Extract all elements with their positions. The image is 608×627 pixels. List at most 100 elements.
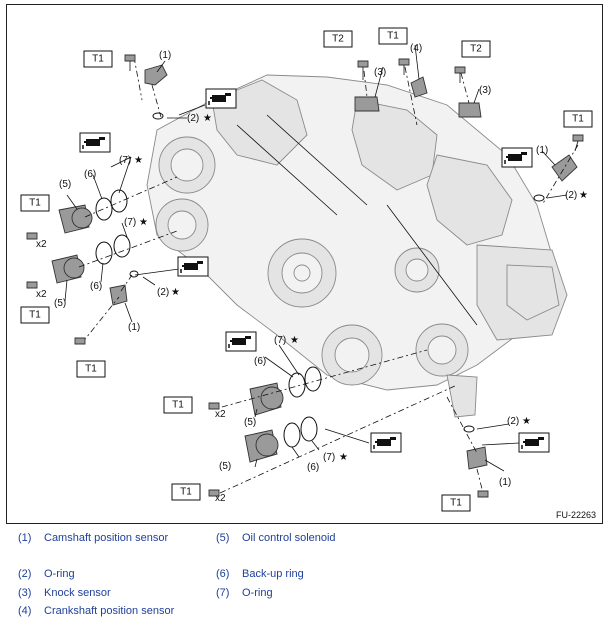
bolt-t1-upper-left <box>124 54 136 71</box>
legend-text-7: O-ring <box>242 587 273 599</box>
bolt-t1-bottom-right <box>477 490 489 498</box>
o-rings-bottom-upper <box>288 366 322 398</box>
oil-can-icon <box>205 88 237 109</box>
svg-text:T1: T1 <box>450 498 462 509</box>
engine-block <box>146 74 568 418</box>
legend-num-6: (6) <box>216 568 230 580</box>
callout-2: (2) <box>187 113 199 124</box>
legend: (1) Camshaft position sensor (2) O-ring … <box>0 528 608 627</box>
torque-label-t2: T2 <box>323 30 353 48</box>
oil-can-icon <box>370 432 402 453</box>
star-mark: ★ <box>139 217 148 228</box>
callout-1: (1) <box>128 322 140 333</box>
callout-1: (1) <box>536 145 548 156</box>
o-ring-bottom-right <box>463 425 475 433</box>
camshaft-position-sensor-right <box>541 144 579 206</box>
star-mark: ★ <box>203 113 212 124</box>
bolt-x2-bottom-lower <box>208 489 220 497</box>
oil-control-solenoid-lower-left <box>51 230 178 284</box>
legend-num-2: (2) <box>18 568 32 580</box>
callout-6: (6) <box>90 281 102 292</box>
legend-text-3: Knock sensor <box>44 587 111 599</box>
star-mark: ★ <box>134 155 143 166</box>
torque-label-t1: T1 <box>76 360 106 378</box>
callout-4: (4) <box>410 43 422 54</box>
legend-text-1: Camshaft position sensor <box>44 532 169 544</box>
legend-text-4: Crankshaft position sensor <box>44 605 175 617</box>
torque-label-t1: T1 <box>441 494 471 512</box>
engine-illustration: T1 T2 T1 T2 T1 T1 T1 T1 T1 T1 T1 (1) (2)… <box>20 27 593 512</box>
knock-sensor-right <box>458 72 482 118</box>
camshaft-position-sensor-bottom-right <box>446 396 488 494</box>
svg-text:T2: T2 <box>332 34 344 45</box>
leader-lines <box>64 44 568 472</box>
oil-control-solenoid-bottom-lower <box>219 384 458 494</box>
callout-2: (2) <box>157 287 169 298</box>
multiplier-x2: x2 <box>215 493 226 504</box>
star-mark: ★ <box>339 452 348 463</box>
legend-num-4: (4) <box>18 605 32 617</box>
torque-label-t1: T1 <box>20 194 50 212</box>
o-ring-right <box>533 194 545 202</box>
star-mark: ★ <box>290 335 299 346</box>
callout-6: (6) <box>307 462 319 473</box>
svg-text:T1: T1 <box>85 364 97 375</box>
o-ring-lower-left <box>129 270 139 278</box>
oil-can-icon <box>225 331 257 352</box>
callout-5: (5) <box>219 461 231 472</box>
oil-control-solenoid-bottom-upper <box>221 349 428 416</box>
bolt-t2-left <box>357 60 369 80</box>
callout-1: (1) <box>499 477 511 488</box>
callout-2: (2) <box>565 190 577 201</box>
o-rings-lower-left-solenoid <box>95 234 131 265</box>
legend-text-2: O-ring <box>44 568 75 580</box>
svg-text:T1: T1 <box>387 31 399 42</box>
svg-text:T1: T1 <box>172 400 184 411</box>
svg-text:T1: T1 <box>180 487 192 498</box>
oil-can-icon <box>177 256 209 277</box>
callout-5: (5) <box>59 179 71 190</box>
callout-3: (3) <box>374 67 386 78</box>
knock-sensor-left <box>354 70 380 112</box>
svg-text:T1: T1 <box>29 310 41 321</box>
legend-num-5: (5) <box>216 532 230 544</box>
multiplier-x2: x2 <box>215 409 226 420</box>
torque-label-t1: T1 <box>83 50 113 68</box>
oil-control-solenoid-upper-left <box>58 176 178 234</box>
o-rings-upper-left-solenoid <box>95 189 128 221</box>
torque-label-t1: T1 <box>378 27 408 45</box>
bolt-t1-top <box>398 58 410 75</box>
callout-1: (1) <box>159 50 171 61</box>
bolt-x2-lower <box>26 281 38 289</box>
svg-text:T1: T1 <box>92 54 104 65</box>
svg-text:T1: T1 <box>572 114 584 125</box>
multiplier-x2: x2 <box>36 239 47 250</box>
torque-label-t1: T1 <box>163 396 193 414</box>
callout-6: (6) <box>84 169 96 180</box>
bolt-x2-upper <box>26 232 38 240</box>
callout-5: (5) <box>54 298 66 309</box>
callout-6: (6) <box>254 356 266 367</box>
camshaft-position-sensor-lower-left <box>81 274 133 344</box>
bolt-t2-right <box>454 66 466 83</box>
callout-3: (3) <box>479 85 491 96</box>
star-mark: ★ <box>522 416 531 427</box>
legend-text-5: Oil control solenoid <box>242 532 336 544</box>
star-mark: ★ <box>579 190 588 201</box>
callout-7: (7) <box>124 217 136 228</box>
o-rings-bottom-lower <box>283 416 318 448</box>
oil-can-icon <box>501 147 533 168</box>
torque-label-t1: T1 <box>20 306 50 324</box>
bolt-t1-right <box>572 134 584 152</box>
legend-num-7: (7) <box>216 587 230 599</box>
callout-7: (7) <box>119 155 131 166</box>
legend-num-3: (3) <box>18 587 32 599</box>
callout-5: (5) <box>244 417 256 428</box>
callout-7: (7) <box>323 452 335 463</box>
svg-text:T2: T2 <box>470 44 482 55</box>
callout-2: (2) <box>507 416 519 427</box>
svg-text:T1: T1 <box>29 198 41 209</box>
torque-label-t2: T2 <box>461 40 491 58</box>
oil-can-icon <box>79 132 111 153</box>
bolt-t1-lower-left-sensor <box>74 337 86 345</box>
